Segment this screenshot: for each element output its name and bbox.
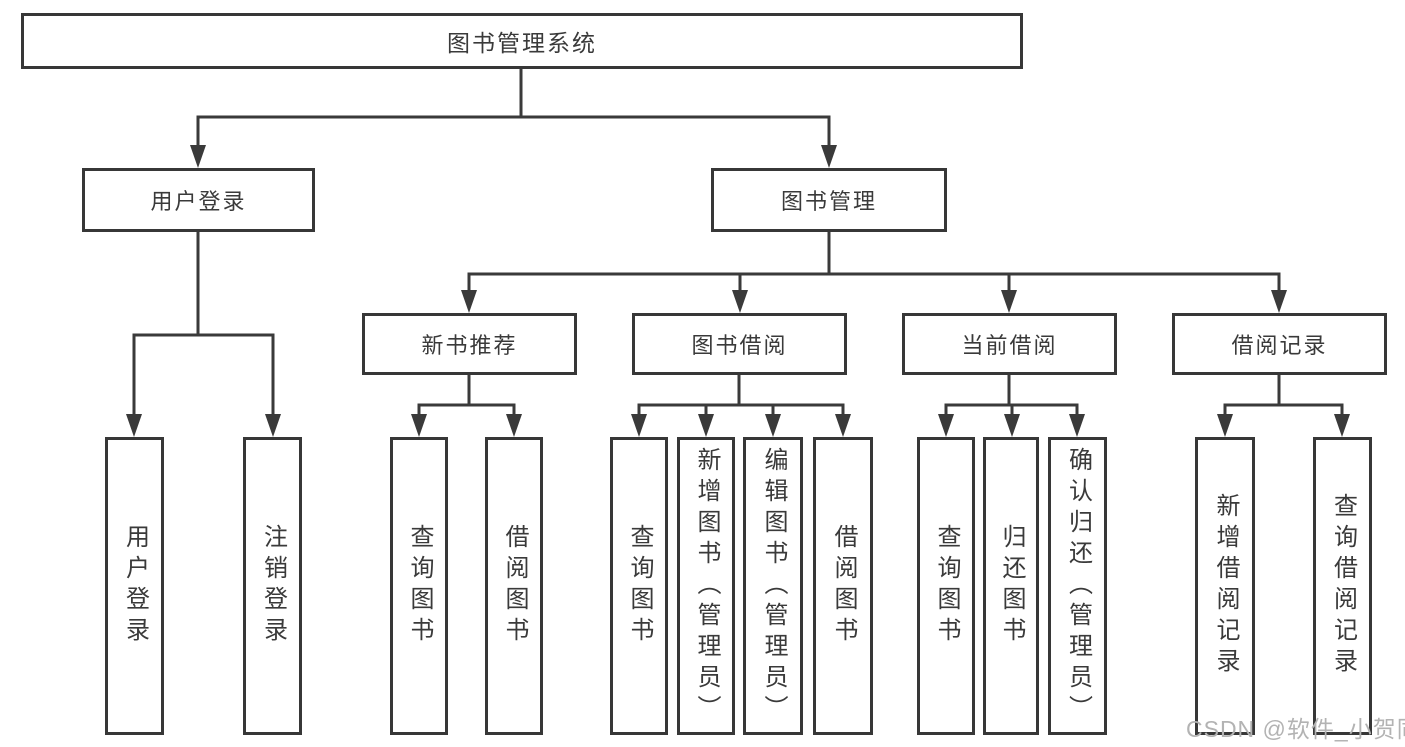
arrowhead-icon [698,414,714,437]
leaf-logout: 注销登录 [243,437,302,735]
arrowhead-icon [126,414,142,437]
connector-current-borrow-to-children [938,373,1085,437]
node-label: 用户登录 [121,524,149,648]
node-label: 新增图书（管理员） [693,446,720,726]
node-label: 归还图书 [998,524,1025,648]
node-label: 确认归还（管理员） [1064,446,1092,726]
node-label: 编辑图书（管理员） [760,446,787,726]
connector-book-mgmt-to-level3 [461,230,1287,313]
connector-new-book-rec-to-children [411,373,522,437]
node-current-borrowing: 当前借阅 [902,313,1117,375]
node-label: 注销登录 [259,524,287,648]
node-label: 借阅图书 [830,524,857,648]
node-label: 图书管理系统 [447,30,597,56]
node-label: 当前借阅 [961,333,1058,358]
node-label: 查询图书 [406,524,433,648]
node-label: 用户登录 [150,189,247,214]
node-library-management-system: 图书管理系统 [21,13,1023,69]
leaf-borrow-books-under-new-book-rec: 借阅图书 [485,437,543,735]
arrowhead-icon [1001,290,1017,313]
arrowhead-icon [265,414,281,437]
leaf-borrow-books-under-book-borrow: 借阅图书 [813,437,873,735]
arrowhead-icon [190,145,206,168]
leaf-query-books-under-current-borrow: 查询图书 [917,437,975,735]
node-book-management: 图书管理 [711,168,947,232]
connector-book-borrow-to-children [631,373,851,437]
arrowhead-icon [765,414,781,437]
connector-root-to-level2 [190,67,837,168]
node-borrowing-records: 借阅记录 [1172,313,1387,375]
arrowhead-icon [461,290,477,313]
arrowhead-icon [631,414,647,437]
node-label: 借阅图书 [501,524,528,648]
leaf-add-books-admin: 新增图书（管理员） [677,437,735,735]
arrowhead-icon [732,290,748,313]
csdn-watermark: CSDN @软件_小贺同学 [1186,716,1405,742]
node-label: 借阅记录 [1231,333,1328,358]
node-new-book-recommendation: 新书推荐 [362,313,577,375]
leaf-return-books: 归还图书 [983,437,1039,735]
node-label: 新增借阅记录 [1212,493,1239,679]
node-book-borrowing: 图书借阅 [632,313,847,375]
arrowhead-icon [835,414,851,437]
node-label: 新书推荐 [421,333,518,358]
leaf-query-borrow-record: 查询借阅记录 [1313,437,1372,735]
node-label: 查询图书 [933,524,960,648]
arrowhead-icon [411,414,427,437]
arrowhead-icon [938,414,954,437]
arrowhead-icon [506,414,522,437]
arrowhead-icon [821,145,837,168]
node-label: 图书管理 [780,189,877,214]
connector-borrow-records-to-children [1217,373,1350,437]
arrowhead-icon [1334,414,1350,437]
node-label: 图书借阅 [691,333,788,358]
leaf-edit-books-admin: 编辑图书（管理员） [743,437,803,735]
leaf-user-login: 用户登录 [105,437,164,735]
arrowhead-icon [1217,414,1233,437]
node-label: 查询借阅记录 [1329,493,1357,679]
connector-user-login-to-children [126,230,281,437]
arrowhead-icon [1004,414,1020,437]
leaf-add-borrow-record: 新增借阅记录 [1195,437,1255,735]
node-user-login: 用户登录 [82,168,315,232]
arrowhead-icon [1271,290,1287,313]
leaf-confirm-return-admin: 确认归还（管理员） [1048,437,1107,735]
arrowhead-icon [1069,414,1085,437]
leaf-query-books-under-book-borrow: 查询图书 [610,437,668,735]
leaf-query-books-under-new-book-rec: 查询图书 [390,437,448,735]
node-label: 查询图书 [626,524,653,648]
